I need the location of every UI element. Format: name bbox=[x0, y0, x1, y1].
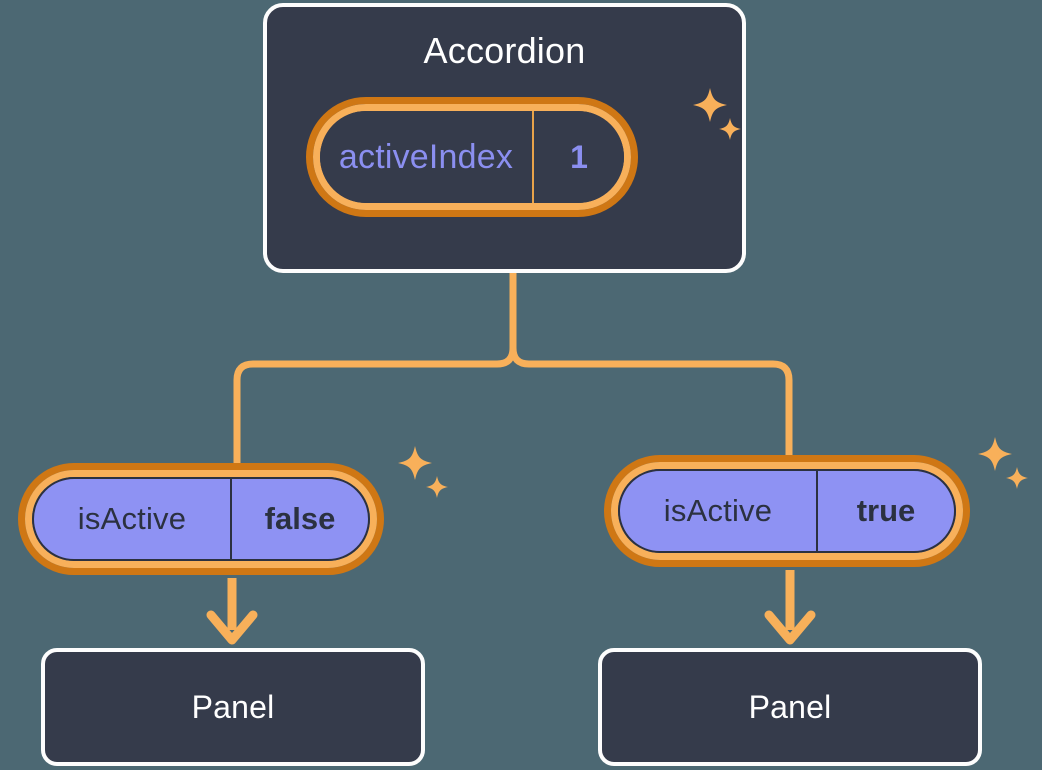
pill-highlight-ring-inner: isActive false bbox=[25, 470, 377, 568]
pill-highlight-ring-inner: activeIndex 1 bbox=[313, 104, 631, 210]
state-pill-isactive-true[interactable]: isActive true bbox=[604, 455, 970, 567]
component-title-panel-right: Panel bbox=[748, 689, 832, 725]
pill-value-label: false bbox=[230, 479, 368, 559]
pill-body: isActive false bbox=[32, 477, 370, 561]
pill-key-label: isActive bbox=[77, 501, 187, 536]
state-pill-isactive-false[interactable]: isActive false bbox=[18, 463, 384, 575]
pill-value-label: 1 bbox=[532, 111, 624, 203]
pill-body: activeIndex 1 bbox=[320, 111, 624, 203]
sparkle-group-left bbox=[398, 446, 448, 498]
state-pill-activeindex[interactable]: activeIndex 1 bbox=[306, 97, 638, 217]
pill-highlight-ring-inner: isActive true bbox=[611, 462, 963, 560]
sparkle-group-right bbox=[978, 437, 1028, 489]
tree-connector-root-to-left-child bbox=[233, 344, 517, 474]
arrowhead-right bbox=[764, 610, 816, 645]
pill-highlight-ring-outer: isActive false bbox=[18, 463, 384, 575]
pill-value-label: true bbox=[816, 471, 954, 551]
sparkle-large-icon bbox=[398, 446, 432, 480]
component-box-panel-left[interactable]: Panel bbox=[41, 648, 425, 766]
pill-highlight-ring-outer: activeIndex 1 bbox=[306, 97, 638, 217]
component-title-panel-left: Panel bbox=[191, 689, 275, 725]
component-box-panel-right[interactable]: Panel bbox=[598, 648, 982, 766]
arrowhead-left bbox=[206, 610, 258, 645]
pill-highlight-ring-outer: isActive true bbox=[604, 455, 970, 567]
sparkle-small-icon bbox=[1006, 467, 1028, 489]
pill-key-label: isActive bbox=[663, 493, 773, 528]
sparkle-small-icon bbox=[426, 476, 448, 498]
pill-key-label: activeIndex bbox=[338, 137, 514, 176]
component-title-accordion: Accordion bbox=[423, 30, 586, 71]
pill-body: isActive true bbox=[618, 469, 956, 553]
tree-connector-root-to-children bbox=[509, 269, 793, 466]
sparkle-large-icon bbox=[978, 437, 1012, 471]
